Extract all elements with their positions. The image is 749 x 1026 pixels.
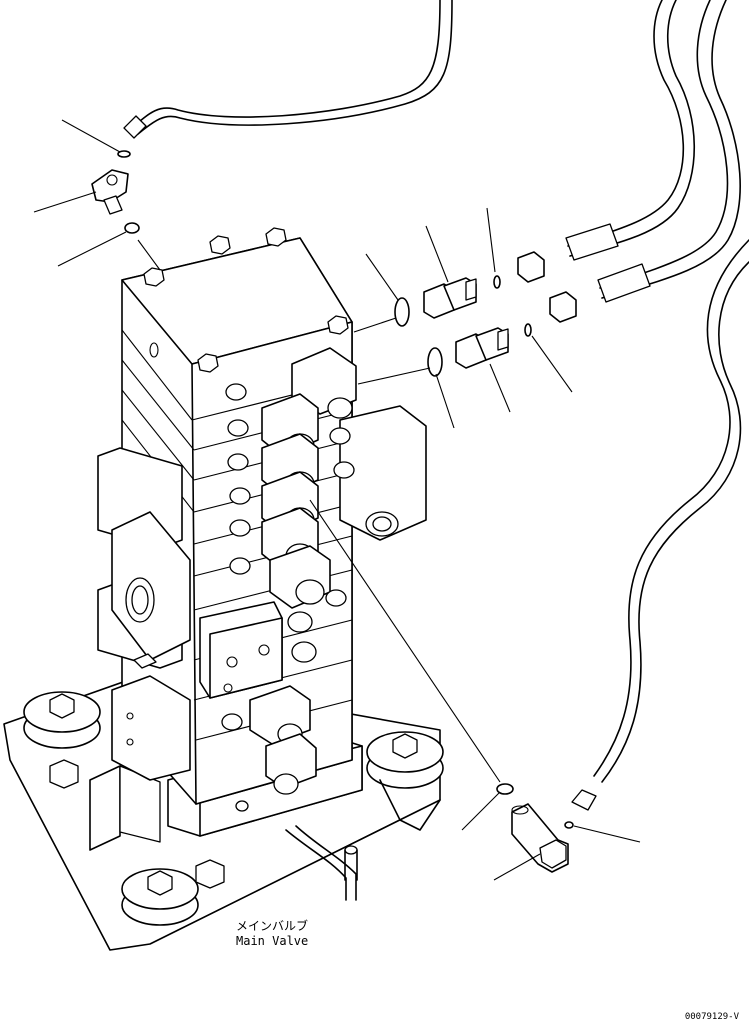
mount-right (366, 731, 444, 789)
solenoid-ports (249, 347, 357, 795)
hose-right-long (593, 239, 749, 783)
bracket-block (89, 765, 121, 851)
adapter-lower (455, 327, 509, 369)
elbow-fitting-bottom-right (511, 803, 569, 873)
main-valve-body (97, 227, 427, 837)
adapter-upper (423, 277, 477, 319)
leader-lines (33, 119, 641, 881)
spacer-block-left (49, 759, 79, 789)
mount-left (23, 691, 101, 749)
o-ring-right-lower (427, 347, 443, 377)
hose-top-left (123, 0, 453, 139)
hose-upper-right-b (597, 0, 741, 303)
reference-code: 00079129-V (684, 1012, 739, 1022)
spool-caps (221, 419, 251, 812)
o-ring-bottom-right (496, 783, 514, 795)
elbow-fitting-top-left (91, 169, 129, 215)
hose-upper-right-a (565, 0, 696, 261)
caption-english: Main Valve (236, 934, 309, 948)
drain-tube (285, 779, 441, 901)
o-ring-small-bottom-right (564, 821, 574, 829)
spacer-block-bottom (195, 859, 225, 889)
bolt-heads-top (143, 227, 349, 373)
nut-fitting-upper (517, 251, 577, 323)
o-ring-top-left (124, 222, 140, 234)
o-ring-small-right-upper (493, 275, 501, 289)
o-ring-small-top-left (117, 150, 131, 158)
caption-japanese: メインバルブ (236, 919, 309, 933)
o-ring-small-right-lower (524, 323, 532, 337)
hose-end-bottom-right (571, 789, 597, 811)
mount-bottom (121, 868, 199, 926)
o-ring-right-upper (394, 297, 410, 327)
